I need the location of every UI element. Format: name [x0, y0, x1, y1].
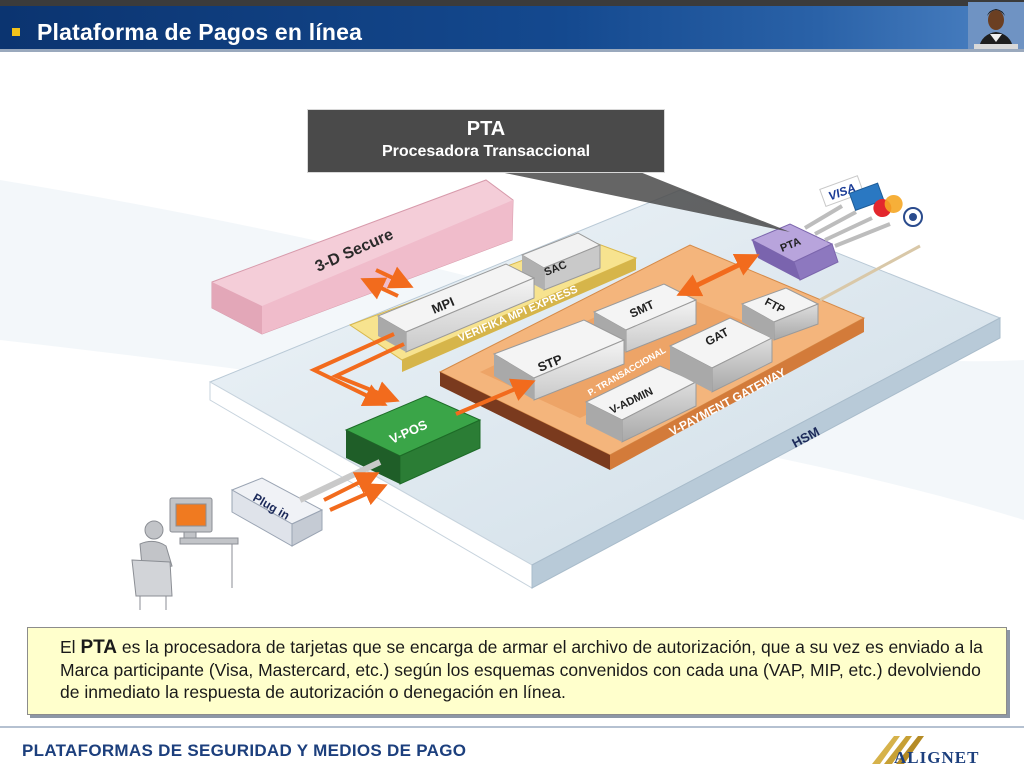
callout-pointer: [500, 172, 790, 232]
description-prefix: El: [60, 637, 81, 657]
header-top-strip: [0, 0, 1024, 6]
pta-callout-title: PTA: [466, 118, 506, 140]
stp-box: STP: [492, 319, 626, 401]
gat-box: GAT: [668, 317, 774, 393]
footer-title: PLATAFORMAS DE SEGURIDAD Y MEDIOS DE PAG…: [22, 741, 467, 760]
sac-box: SAC: [520, 232, 602, 291]
description-bold-term: PTA: [80, 637, 118, 658]
amex-card-icon: [848, 182, 885, 211]
alignet-logo: ALIGNET: [872, 736, 979, 767]
footer-divider: [0, 726, 1024, 728]
slide-title: Plataforma de Pagos en línea: [37, 19, 363, 45]
card-network-links: [803, 204, 921, 302]
header-bullet-icon: [12, 28, 20, 36]
plugin-cable: [298, 459, 382, 503]
ftp-box: FTP: [740, 287, 820, 341]
vadmin-box: V-ADMIN: [584, 365, 698, 443]
flow-arrows: [309, 253, 760, 512]
mastercard-icon: [873, 194, 903, 218]
description-box: El PTA es la procesadora de tarjetas que…: [27, 627, 1007, 715]
pta-callout-subtitle: Procesadora Transaccional: [381, 143, 591, 160]
diners-card-icon: [903, 207, 923, 227]
architecture-diagram: HSM 3-D Secure VERIFIKA MPI EXPRESS V-PA…: [0, 172, 1024, 610]
presenter-photo-icon: [968, 2, 1024, 49]
pta-callout-box: PTA Procesadora Transaccional: [307, 109, 665, 173]
plugin-box: Plug in: [230, 477, 324, 547]
visa-card-icon: VISA: [819, 175, 865, 207]
alignet-logo-text: ALIGNET: [894, 748, 979, 767]
card-brand-logos: VISA: [819, 175, 923, 227]
description-text: es la procesadora de tarjetas que se enc…: [60, 637, 983, 702]
vpos-box: V-POS: [344, 395, 482, 485]
user-at-computer-icon: [131, 497, 239, 610]
slide-header: Plataforma de Pagos en línea: [0, 0, 1024, 52]
